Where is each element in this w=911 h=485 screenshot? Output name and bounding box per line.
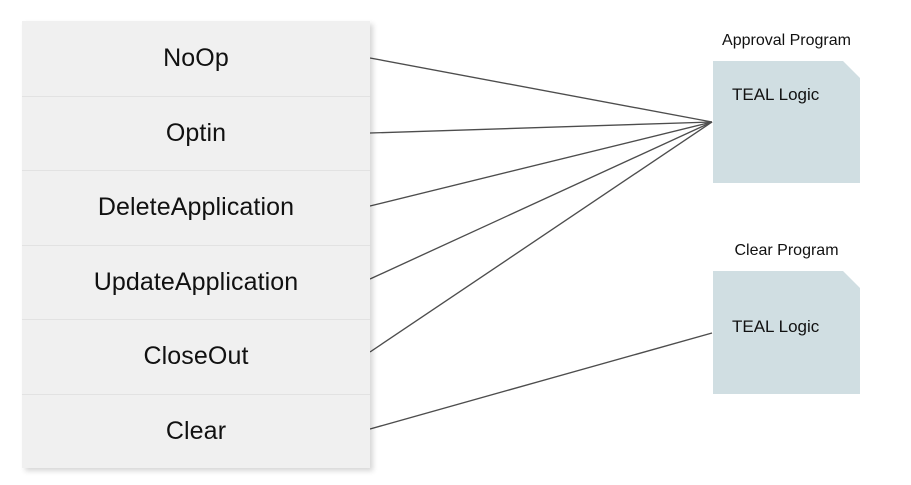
oncomplete-row-label: NoOp [163,43,229,72]
connector-noop-to-approval [369,57,713,123]
clear-program-title: Clear Program [734,242,839,259]
clear-program-body-label: TEAL Logic [732,317,820,336]
oncomplete-row-deleteapplication[interactable]: DeleteApplication [22,170,370,245]
connector-closeout-to-approval [369,121,713,353]
connector-deleteapplication-to-approval [369,121,713,207]
oncomplete-panel: NoOp Optin DeleteApplication UpdateAppli… [22,21,370,468]
oncomplete-row-clear[interactable]: Clear [22,393,370,469]
oncomplete-row-label: UpdateApplication [93,267,299,296]
connector-updateapplication-to-approval [369,121,713,280]
oncomplete-row-label: Clear [165,416,227,445]
approval-program-group: Approval Program TEAL Logic [713,33,860,185]
clear-program-group: Clear Program TEAL Logic [713,243,860,395]
oncomplete-row-closeout[interactable]: CloseOut [22,319,370,394]
oncomplete-row-label: CloseOut [143,342,249,371]
clear-program-box[interactable] [713,271,860,394]
oncomplete-row-optin[interactable]: Optin [22,95,370,171]
approval-program-body-label: TEAL Logic [732,85,820,104]
oncomplete-row-label: Optin [165,118,227,147]
approval-program-title: Approval Program [722,32,851,49]
oncomplete-row-label: DeleteApplication [97,193,295,222]
oncomplete-row-noop[interactable]: NoOp [22,21,370,96]
connector-clear-to-clear-program [369,332,713,430]
oncomplete-row-updateapplication[interactable]: UpdateApplication [22,244,370,320]
connector-optin-to-approval [369,121,713,134]
approval-program-box[interactable] [713,61,860,183]
